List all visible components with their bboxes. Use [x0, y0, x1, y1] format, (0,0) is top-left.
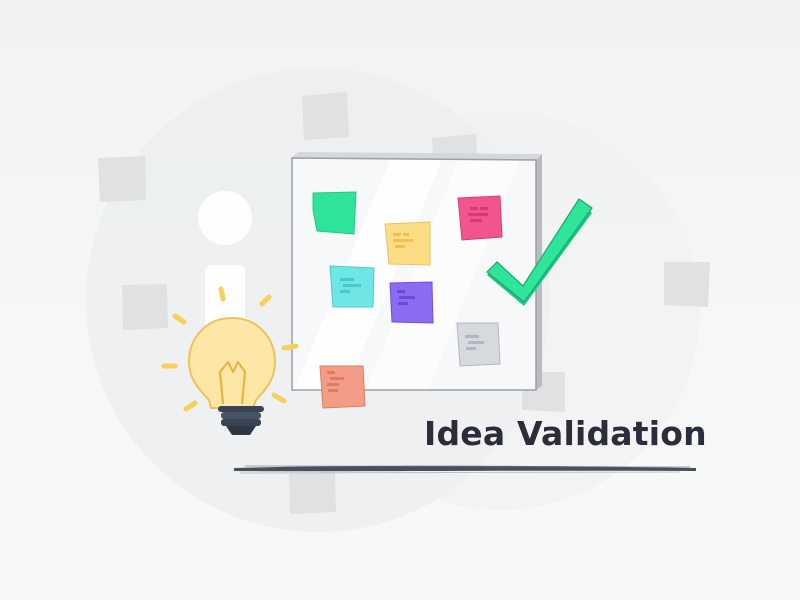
page-title: Idea Validation [424, 414, 707, 453]
sticky-note-yellow [384, 221, 431, 266]
sticky-note-salmon [319, 365, 366, 409]
sticky-note-pink [457, 195, 503, 241]
brush-underline [234, 465, 696, 474]
lightbulb-icon [161, 286, 299, 435]
sticky-note-gray [456, 322, 501, 367]
checkmark-icon [486, 198, 593, 306]
sticky-note-green [312, 191, 357, 235]
sticky-note-purple [389, 281, 434, 324]
sticky-note-cyan [329, 265, 375, 308]
